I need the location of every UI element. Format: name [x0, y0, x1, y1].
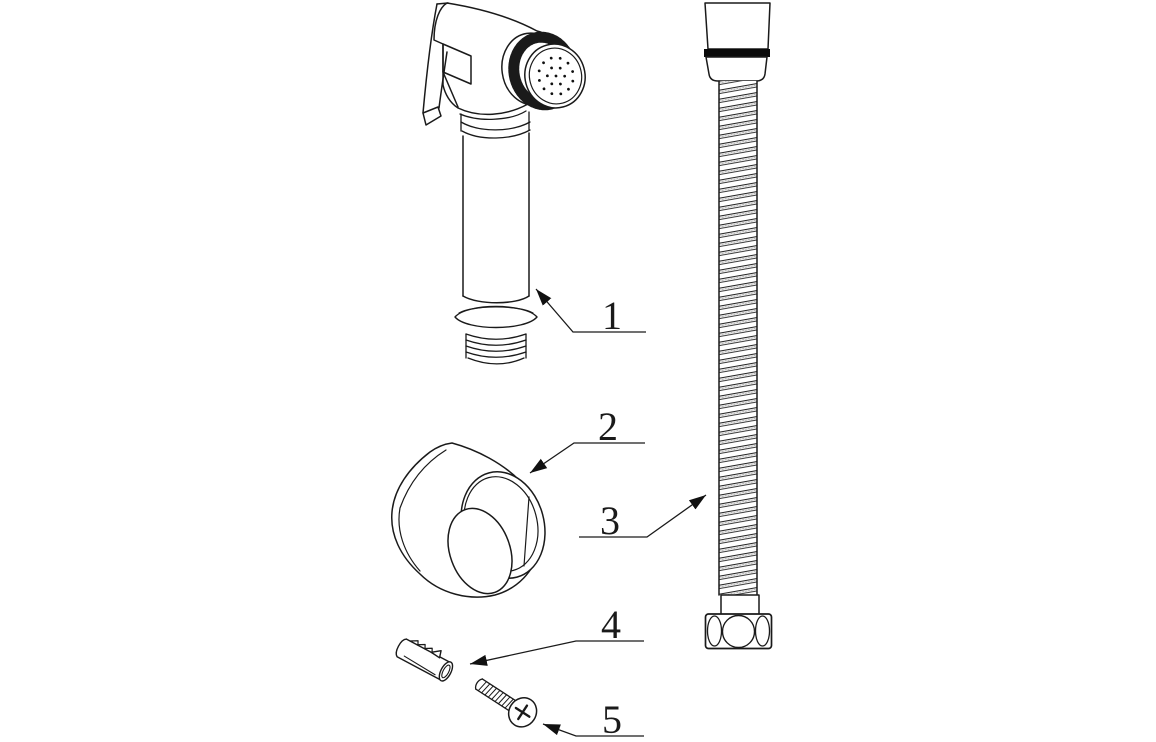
plug-barb: [430, 650, 442, 659]
hose-corrugated-body: [718, 80, 758, 596]
callout-label-3: 3: [600, 498, 620, 543]
callout-5: 5: [542, 697, 644, 742]
part-shower-hose: [704, 2, 773, 650]
sprayer-neck: [459, 110, 531, 139]
bracket-front-crease: [523, 496, 530, 567]
screw-tip: [474, 678, 483, 690]
leader-line-4: [469, 640, 644, 666]
screw-threads: [477, 681, 514, 709]
part-fixing-screw: [474, 678, 538, 728]
callout-label-2: 2: [598, 404, 618, 449]
callout-label-5: 5: [602, 697, 622, 742]
sprayer-handle: [462, 132, 530, 304]
callout-3: 3: [579, 494, 707, 543]
sprayer-face: [524, 43, 586, 109]
leader-line-2: [529, 442, 645, 474]
callout-4: 4: [469, 602, 644, 666]
plug-slit: [403, 655, 436, 676]
plug-fins: [409, 640, 433, 654]
callout-1: 1: [535, 288, 646, 338]
plug-mouth-outer: [438, 661, 454, 682]
bracket-saddle: [447, 507, 513, 595]
plug-mouth-inner: [441, 664, 451, 679]
sprayer-side-panel: [442, 43, 472, 85]
leader-line-1: [535, 288, 646, 333]
leader-line-5: [542, 723, 644, 737]
trigger-foot: [422, 106, 442, 126]
sprayer-trigger: [422, 2, 472, 126]
bracket-rim-line: [398, 449, 447, 572]
sprayer-nozzle-holes: [537, 56, 575, 96]
hose-top-collar: [705, 56, 768, 82]
hose-top-cone: [704, 2, 771, 50]
leader-line-3: [579, 494, 707, 538]
part-wall-plug: [395, 638, 454, 682]
callout-2: 2: [529, 404, 645, 474]
part-hand-sprayer: [422, 2, 586, 365]
hose-bottom-tube: [720, 594, 760, 615]
hose-black-band: [704, 49, 770, 57]
callout-label-4: 4: [601, 602, 621, 647]
part-wall-bracket: [391, 442, 546, 598]
screw-phillips-cross: [514, 704, 531, 721]
callout-label-1: 1: [602, 293, 622, 338]
callouts: 1 2 3 4 5: [469, 288, 707, 742]
sprayer-collar: [454, 305, 538, 329]
plug-body: [395, 638, 452, 681]
hose-nut: [704, 613, 773, 650]
sprayer-thread: [465, 333, 527, 365]
